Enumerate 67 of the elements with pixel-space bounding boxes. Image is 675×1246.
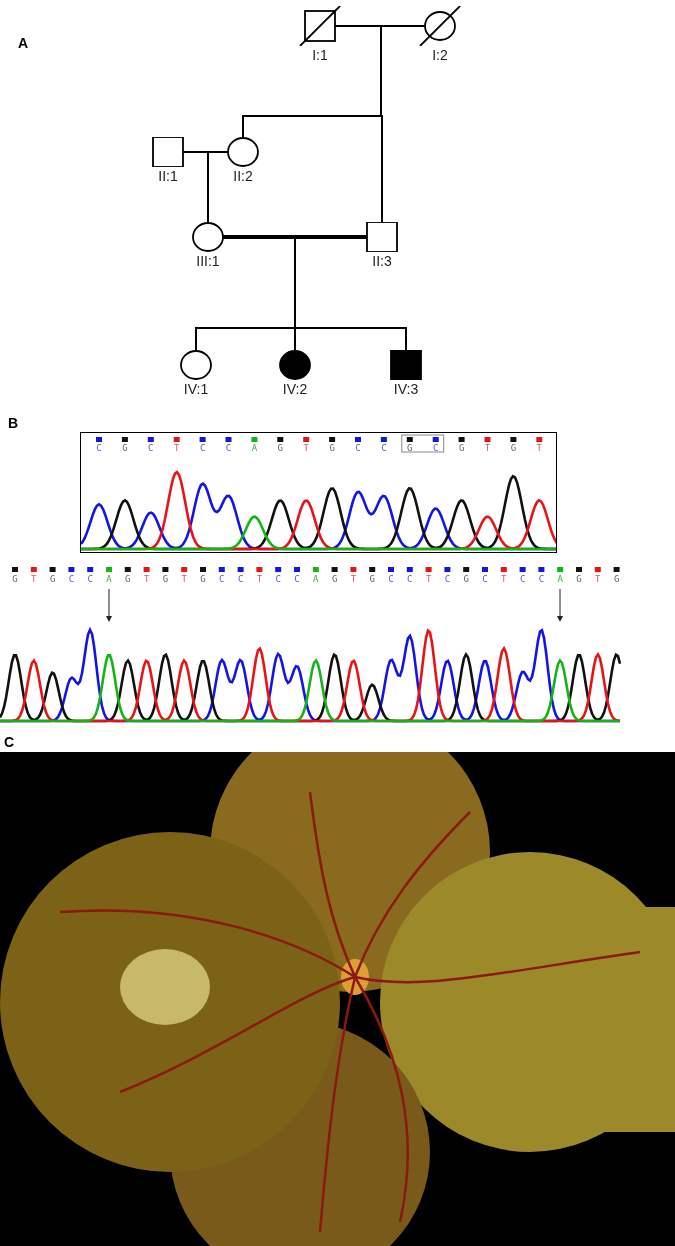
base-letter: C [294, 575, 300, 584]
base-letter: C [355, 444, 361, 453]
base-letter: G [510, 444, 517, 453]
base-letter: G [122, 444, 128, 453]
consanguineous-marriage-line [223, 235, 367, 239]
pedigree-line [207, 151, 229, 223]
base-letter: C [275, 575, 281, 584]
base-letter: G [277, 444, 283, 453]
base-letter: G [329, 444, 335, 453]
base-letter: T [595, 575, 601, 584]
individual-label: IV:3 [393, 382, 419, 398]
base-letter: G [125, 575, 131, 584]
base-letter: C [87, 575, 93, 584]
base-letter: A [106, 575, 112, 584]
individual-label: III:1 [196, 254, 220, 270]
base-letter: G [200, 575, 206, 584]
base-letter: T [425, 575, 432, 584]
panel-label: B [8, 416, 19, 430]
base-letter: C [96, 444, 102, 453]
individual-label: IV:2 [282, 382, 308, 398]
base-letter: C [433, 444, 439, 453]
base-letter: G [369, 575, 375, 584]
base-letter: C [538, 575, 545, 584]
individual-label: II:1 [158, 169, 178, 185]
base-letter: G [407, 444, 413, 453]
individual-label: IV:1 [183, 382, 209, 398]
base-letter: G [162, 575, 169, 584]
base-letter: T [174, 444, 180, 453]
base-letter: T [303, 444, 309, 453]
base-letter: G [331, 575, 338, 584]
base-letter: C [381, 444, 387, 453]
individual-label: II:2 [233, 169, 253, 185]
base-letter: C [519, 575, 526, 584]
individual-label: I:1 [312, 48, 328, 64]
base-letter: T [501, 575, 507, 584]
base-letter: G [463, 575, 469, 584]
base-letter: G [613, 575, 620, 584]
base-letter: T [181, 575, 187, 584]
base-letter: G [458, 444, 465, 453]
base-letter: T [484, 444, 491, 453]
panel-label: A [18, 36, 29, 50]
pedigree-line [294, 236, 407, 351]
base-letter: G [576, 575, 582, 584]
individual-label: II:3 [372, 254, 392, 270]
base-letter: T [143, 575, 150, 584]
base-letter: C [219, 575, 225, 584]
individual-label: I:2 [432, 48, 448, 64]
base-letter: T [31, 575, 37, 584]
pedigree-line [380, 25, 426, 223]
panel-label: C [4, 735, 15, 749]
base-letter: T [350, 575, 357, 584]
base-letter: A [251, 444, 258, 453]
base-letter: C [68, 575, 75, 584]
base-letter: C [407, 575, 413, 584]
base-letter: C [148, 444, 154, 453]
base-letter: C [199, 444, 206, 453]
base-letter: G [12, 575, 18, 584]
base-letter: C [388, 575, 394, 584]
base-letter: A [313, 575, 319, 584]
base-letter: T [536, 444, 542, 453]
base-letter: G [49, 575, 56, 584]
base-letter: C [482, 575, 488, 584]
base-letter: A [557, 575, 563, 584]
base-letter: T [256, 575, 263, 584]
base-letter: C [444, 575, 451, 584]
base-letter: C [225, 444, 232, 453]
base-letter: C [237, 575, 244, 584]
